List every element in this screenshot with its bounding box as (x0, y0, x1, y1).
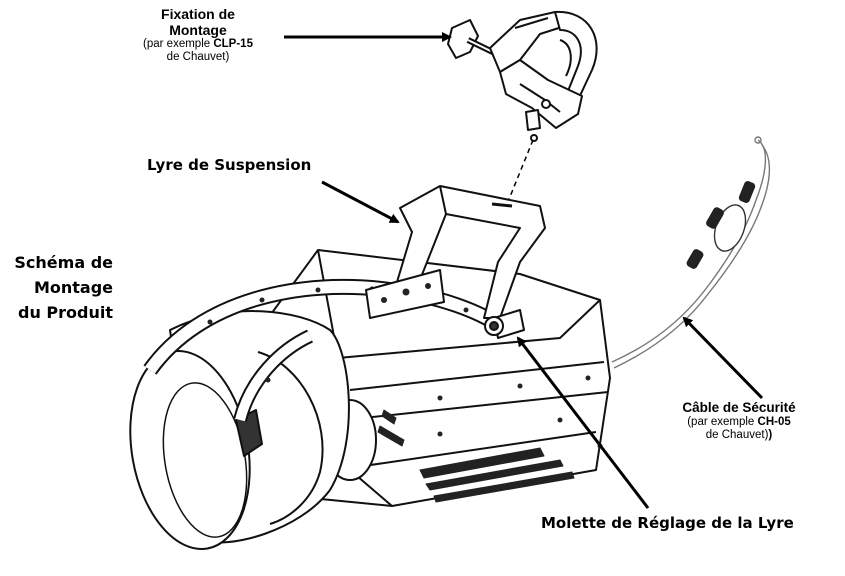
yoke-arrow (321, 180, 400, 224)
mounting-clamp-label: Fixation de Montage (par exemple CLP-15 … (118, 6, 278, 64)
mounting-clamp-note-suffix: de Chauvet) (166, 51, 230, 63)
hanging-yoke-label: Lyre de Suspension (147, 156, 312, 174)
diagram-title: Schéma de Montage du Produit (14, 250, 113, 325)
mounting-clamp-note: (par exemple CLP-15 (118, 38, 278, 51)
safety-cable-note-close: ) (768, 429, 773, 441)
mounting-clamp-title-line2: Montage (169, 22, 227, 38)
knob-arrow (516, 336, 650, 509)
mounting-clamp-drawing (447, 10, 598, 142)
diagram-title-line3: du Produit (18, 303, 113, 322)
mounting-clamp-note-prefix: (par exemple (143, 38, 214, 50)
safety-cable-label: Câble de Sécurité (par exemple CH-05 de … (654, 400, 824, 442)
safety-cable-note-suffix-line: de Chauvet)) (654, 429, 824, 442)
safety-cable-drawing (611, 136, 771, 369)
safety-cable-note-suffix: de Chauvet) (705, 429, 769, 441)
diagram-title-line2: Montage (33, 278, 113, 297)
safety-cable-note-prefix: (par exemple (687, 416, 758, 428)
mounting-clamp-model: CLP-15 (213, 38, 253, 50)
safety-cable-title: Câble de Sécurité (682, 400, 796, 415)
cable-arrow (682, 316, 764, 400)
fixture-drawing (129, 185, 611, 550)
mounting-clamp-title-line1: Fixation de (161, 6, 235, 22)
safety-cable-model: CH-05 (757, 416, 791, 428)
yoke-knob-label: Molette de Réglage de la Lyre (541, 514, 794, 532)
safety-cable-note: (par exemple CH-05 (654, 416, 824, 429)
diagram-title-line1: Schéma de (14, 253, 113, 272)
callout-arrows (284, 32, 764, 509)
